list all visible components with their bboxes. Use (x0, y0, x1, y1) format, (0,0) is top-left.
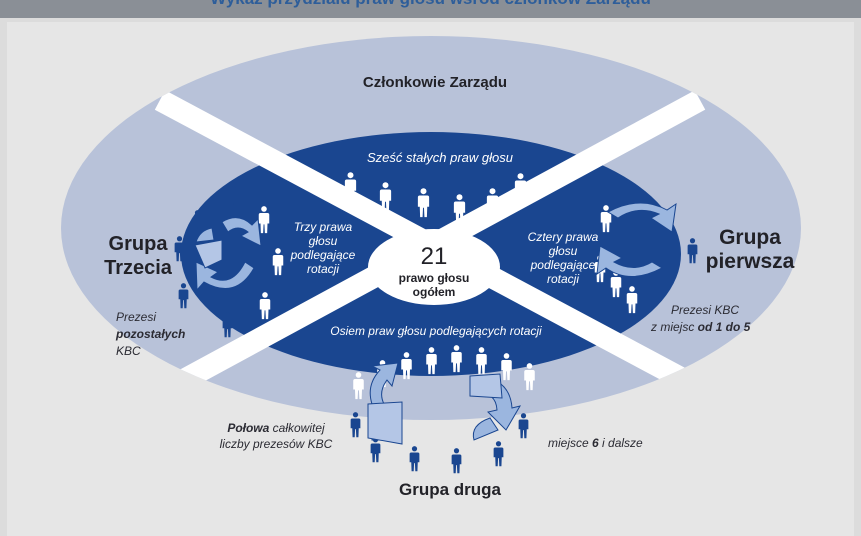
group-third-title: Grupa Trzecia (88, 232, 188, 280)
group-first-title-line2: pierwsza (705, 250, 795, 273)
bottom-sector-label: Osiem praw głosu podlegających rotacji (330, 324, 542, 338)
person-icon (518, 413, 529, 439)
center-total-oval (368, 229, 500, 305)
half-presidents-note: Połowa całkowitej liczby prezesów KBC (206, 420, 346, 452)
group-first-desc-line1: Prezesi KBC (671, 303, 740, 317)
rotation-arrow-bodies (194, 239, 503, 445)
group-second-desc-suffix: i dalsze (598, 436, 643, 450)
group-second-title: Grupa druga (398, 480, 501, 499)
group-first-description: Prezesi KBC z miejsc od 1 do 5 (651, 302, 783, 336)
left-sector-line: Trzy prawa (293, 220, 353, 234)
center-total-label: prawo głosu ogółem (384, 271, 484, 299)
group-third-desc-line2: pozostałych (116, 327, 186, 341)
right-sector-line: rotacji (546, 272, 579, 286)
board-label: Członkowie Zarządu (362, 74, 508, 91)
left-sector-line: rotacji (306, 262, 339, 276)
center-total-label-line1: prawo głosu (398, 271, 470, 285)
center-total-label-line2: ogółem (412, 285, 456, 299)
center-total-number: 21 (420, 243, 448, 270)
half-presidents-line2: liczby prezesów KBC (219, 437, 333, 451)
group-third-title-line1: Grupa (108, 233, 168, 255)
group-first-desc-line2: z miejsc od 1 do 5 (651, 319, 783, 336)
right-sector-line: Cztery prawa (527, 230, 599, 244)
group-third-title-line2: Trzecia (104, 257, 172, 279)
right-sector-label: Cztery prawa głosu podlegające rotacji (518, 230, 608, 286)
group-first-desc-bold: od 1 do 5 (697, 320, 751, 334)
right-sector-line: podlegające (530, 258, 596, 272)
header-bar: Wykaz przydziału praw głosu wśród członk… (0, 0, 861, 18)
group-third-desc-line1: Prezesi (116, 310, 157, 324)
group-third-description: Prezesi pozostałych KBC (116, 309, 216, 360)
group-second-desc-prefix: miejsce (548, 436, 593, 450)
person-icon (493, 441, 504, 467)
half-presidents-line1: Połowa całkowitej (206, 420, 346, 436)
group-second-description: miejsce 6 i dalsze (548, 436, 678, 450)
person-icon (370, 437, 381, 463)
half-presidents-rest: całkowitej (269, 421, 325, 435)
group-first-desc-prefix: z miejsc (651, 320, 698, 334)
page-title: Wykaz przydziału praw głosu wśród członk… (0, 0, 861, 9)
group-third-desc-line3: KBC (116, 344, 141, 358)
group-first-title-line1: Grupa (719, 226, 781, 249)
right-sector-line: głosu (548, 244, 578, 258)
group-second-desc-bold: 6 (592, 436, 599, 450)
left-sector-line: głosu (308, 234, 338, 248)
half-presidents-bold: Połowa (227, 421, 270, 435)
person-icon (409, 446, 420, 472)
group-first-title: Grupa pierwsza (690, 226, 810, 274)
left-sector-line: podlegające (290, 248, 356, 262)
top-sector-label: Sześć stałych praw głosu (367, 150, 513, 165)
left-sector-label: Trzy prawa głosu podlegające rotacji (283, 220, 363, 276)
person-icon (451, 448, 462, 474)
